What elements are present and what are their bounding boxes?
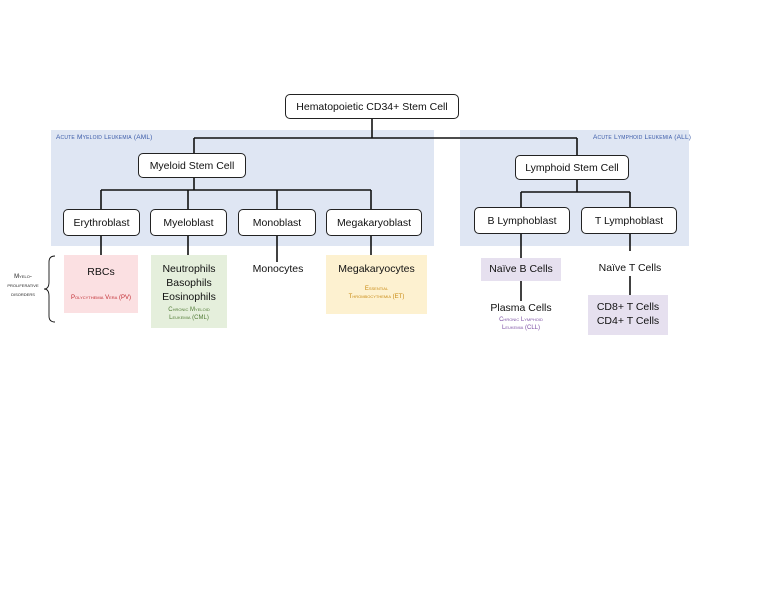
all-region-label: Acute Lymphoid Leukemia (ALL): [593, 134, 692, 141]
t-lymphoblast-node: T Lymphoblast: [581, 207, 677, 234]
neutrophils-label: Neutrophils: [162, 263, 216, 275]
et-disease-label: Essential Thrombocythemia (ET): [326, 285, 427, 301]
myeloproliferative-disorders-label: Myelo- proliferative disorders: [0, 273, 46, 300]
erythroblast-node: Erythroblast: [63, 209, 140, 236]
cll-disease-line-2: Leukemia (CLL): [501, 325, 540, 331]
myeloid-stem-cell-node: Myeloid Stem Cell: [138, 153, 246, 178]
cml-disease-line-2: Leukemia (CML): [169, 315, 209, 321]
granulocyte-box: Neutrophils Basophils Eosinophils Chroni…: [151, 255, 227, 328]
hematopoietic-stem-cell-node: Hematopoietic CD34+ Stem Cell: [285, 94, 459, 119]
megakaryocyte-box: Megakaryocytes Essential Thrombocythemia…: [326, 255, 427, 314]
t-subsets-box: CD8+ T Cells CD4+ T Cells: [588, 295, 668, 335]
cll-disease-line-1: Chronic Lymphoid: [499, 317, 543, 323]
basophils-label: Basophils: [166, 277, 212, 289]
cml-disease-label: Chronic Myeloid Leukemia (CML): [151, 306, 227, 322]
rbc-box: RBCs Polycythemia Vera (PV): [64, 255, 138, 313]
eosinophils-label: Eosinophils: [162, 291, 216, 303]
lymphoid-stem-cell-node: Lymphoid Stem Cell: [515, 155, 629, 180]
side-label-line-1: Myelo-: [14, 274, 32, 280]
megakaryoblast-node: Megakaryoblast: [326, 209, 422, 236]
et-disease-line-1: Essential: [364, 286, 389, 292]
cd8-label: CD8+ T Cells: [596, 301, 660, 313]
side-label-line-3: disorders: [11, 292, 35, 298]
myeloblast-node: Myeloblast: [150, 209, 227, 236]
monocytes-label: Monocytes: [252, 263, 304, 275]
plasma-cells-block: Plasma Cells Chronic Lymphoid Leukemia (…: [476, 301, 566, 335]
plasma-cells-label: Plasma Cells: [490, 302, 552, 314]
et-disease-line-2: Thrombocythemia (ET): [348, 294, 405, 300]
rbcs-label: RBCs: [87, 266, 115, 278]
side-label-line-2: proliferative: [7, 283, 39, 289]
pv-disease-label: Polycythemia Vera (PV): [71, 295, 131, 301]
naive-b-cells-box: Naïve B Cells: [481, 258, 561, 281]
cll-disease-label: Chronic Lymphoid Leukemia (CLL): [476, 316, 566, 332]
b-lymphoblast-node: B Lymphoblast: [474, 207, 570, 234]
cd4-label: CD4+ T Cells: [596, 315, 660, 327]
cml-disease-line-1: Chronic Myeloid: [168, 307, 210, 313]
aml-region-label: Acute Myeloid Leukemia (AML): [56, 134, 153, 141]
monoblast-node: Monoblast: [238, 209, 316, 236]
naive-t-cells-label: Naïve T Cells: [598, 262, 662, 274]
megakaryocytes-label: Megakaryocytes: [338, 263, 415, 275]
